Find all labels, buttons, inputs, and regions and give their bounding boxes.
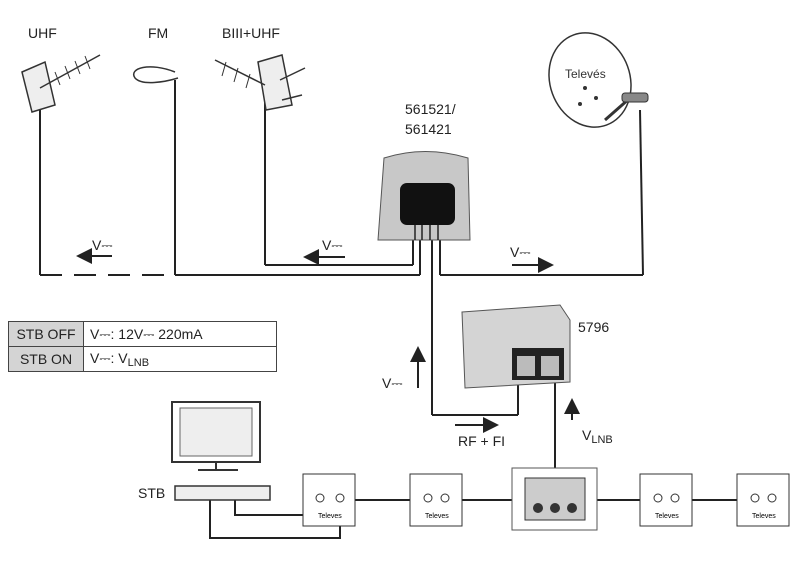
rf-fi-label: RF + FI [458, 433, 505, 449]
svg-text:Televes: Televes [318, 513, 342, 520]
biii-uhf-label: BIII+UHF [222, 25, 280, 41]
stb-state: STB OFF [8, 321, 84, 347]
power-supply-model: 5796 [578, 319, 609, 335]
wall-socket-4: Televes [736, 473, 790, 527]
uhf-antenna-icon [21, 54, 101, 113]
stb-power-table: STB OFF V⎓: 12V⎓ 220mA STB ON V⎓: VLNB [8, 321, 277, 372]
biii-uhf-antenna-icon [214, 54, 306, 111]
stb-state: STB ON [8, 346, 84, 372]
cables [39, 80, 737, 539]
stb-icon [174, 485, 271, 501]
table-row: STB OFF V⎓: 12V⎓ 220mA [8, 321, 277, 347]
wall-socket-1: Televes [302, 473, 356, 527]
svg-text:Televes: Televes [752, 513, 776, 520]
amplifier-model-line1: 561521/ [405, 101, 456, 117]
svg-text:Televes: Televes [655, 513, 679, 520]
arrows [76, 248, 580, 433]
wall-socket-3: Televes [639, 473, 693, 527]
fm-antenna-icon [132, 66, 179, 84]
dish-brand-logo: Televés [565, 67, 606, 81]
wall-socket-2: Televes [409, 473, 463, 527]
satellite-dish-icon: Televés [548, 32, 649, 128]
svg-text:Televes: Televes [425, 513, 449, 520]
vdc-label-psu: V⎓ [382, 375, 403, 391]
tv-icon [171, 401, 261, 471]
vdc-label-uhf: V⎓ [92, 237, 113, 253]
power-supply-icon [461, 304, 571, 389]
amplifier-device-icon [377, 151, 471, 241]
stb-label: STB [138, 485, 165, 501]
vlnb-label: VLNB [582, 427, 613, 446]
fm-label: FM [148, 25, 168, 41]
vdc-label-biii: V⎓ [322, 237, 343, 253]
stb-value: V⎓: 12V⎓ 220mA [83, 321, 277, 347]
stb-value: V⎓: VLNB [83, 346, 277, 372]
vdc-label-sat: V⎓ [510, 244, 531, 260]
amplifier-model-line2: 561421 [405, 121, 452, 137]
uhf-label: UHF [28, 25, 57, 41]
table-row: STB ON V⎓: VLNB [8, 346, 277, 372]
splitter-box [511, 467, 598, 531]
